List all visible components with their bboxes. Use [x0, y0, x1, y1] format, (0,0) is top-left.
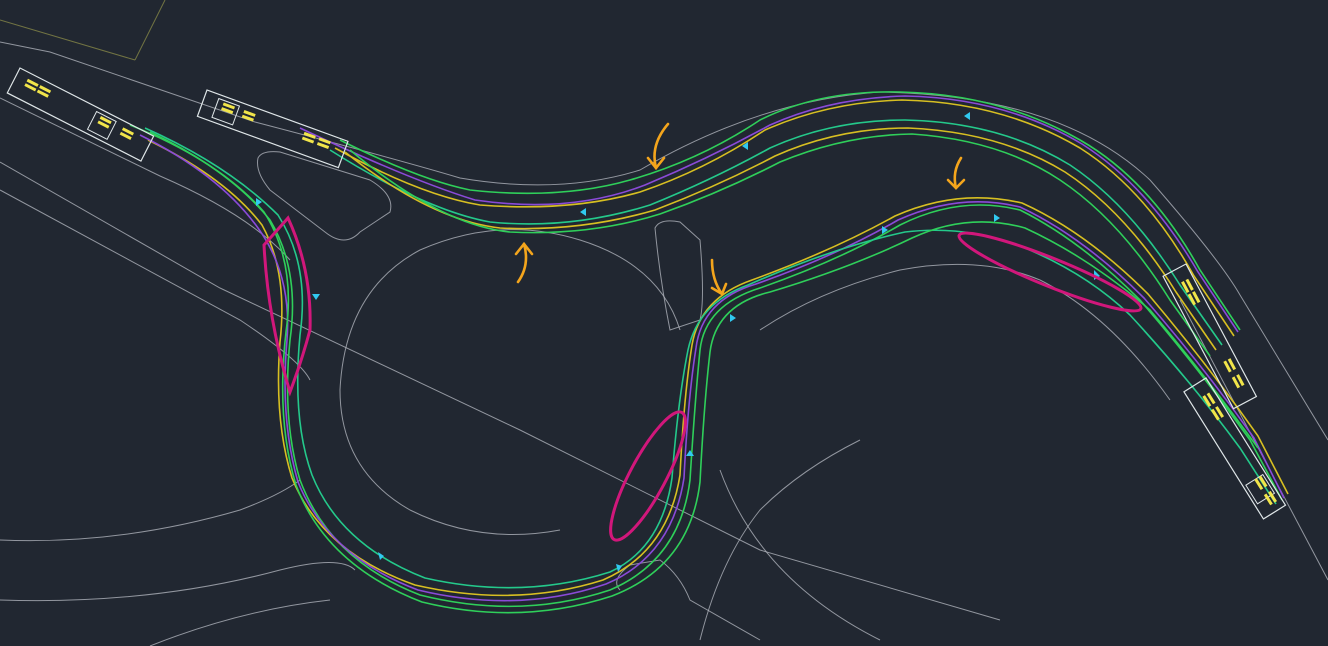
road-edge-right-fan — [699, 439, 861, 641]
road-edge-bottom-left-2 — [0, 562, 356, 602]
top-purple — [299, 95, 1239, 333]
road-edge-left-fan — [0, 189, 311, 381]
top-yellow-2 — [344, 127, 1217, 351]
top-inner-green — [329, 119, 1223, 346]
annotation-arrow-up — [514, 241, 534, 284]
vehicle-right-upper — [1162, 263, 1258, 410]
direction-arrow — [312, 294, 320, 300]
outer-path-green — [149, 131, 1283, 608]
annotation-arrow-down — [710, 258, 728, 296]
direction-arrow — [964, 112, 970, 120]
top-yellow — [334, 99, 1235, 337]
annotation-arrow-down — [646, 122, 670, 171]
road-edge-top-diagonal — [0, 41, 1328, 441]
direction-arrow — [730, 314, 736, 322]
outer-path-green-2 — [129, 124, 1259, 614]
inner-path-green — [144, 127, 1277, 589]
direction-arrow — [616, 564, 622, 572]
vehicle-upper — [196, 89, 349, 169]
road-edge-bottom-lower — [149, 599, 331, 646]
road-edge-top-left-olive — [134, 0, 166, 61]
road-edge-bottom-island — [616, 559, 761, 641]
center-path-purple — [139, 134, 1285, 602]
road-edge-long-diagonal — [0, 161, 1001, 621]
direction-arrow — [686, 450, 694, 456]
conflict-marker — [957, 231, 1143, 313]
direction-arrow — [580, 208, 586, 216]
direction-arrow — [742, 142, 748, 150]
direction-arrow — [256, 198, 262, 206]
road-edge-right-loop — [759, 263, 1171, 401]
road-edge-island-right — [654, 220, 703, 331]
road-edge-top-left-2 — [0, 19, 136, 61]
conflict-marker — [609, 410, 687, 542]
road-edge-left-lower — [0, 97, 291, 261]
road-edge-inner-circle — [339, 229, 681, 391]
road-edge-right-diag — [1179, 299, 1328, 581]
conflict-marker — [262, 215, 312, 397]
wheel-path-yellow — [147, 139, 1289, 597]
vehicle-upper-left — [6, 67, 155, 162]
annotation-arrows — [514, 122, 966, 296]
top-green-3 — [349, 133, 1211, 357]
road-edge-lower-sweep — [719, 469, 881, 641]
top-outer-green — [339, 91, 1241, 331]
road-edge-inner-circle-2 — [339, 389, 561, 535]
conflict-markers — [262, 215, 1143, 542]
vehicle-right-lower — [1183, 377, 1287, 520]
annotation-arrow-down — [946, 156, 966, 190]
road-edge-bottom-left-1 — [0, 479, 301, 542]
direction-arrow — [994, 214, 1000, 222]
road-edge-island-left — [257, 151, 392, 241]
direction-arrow — [378, 552, 384, 560]
direction-arrow — [882, 226, 888, 234]
direction-arrows — [256, 112, 1100, 572]
